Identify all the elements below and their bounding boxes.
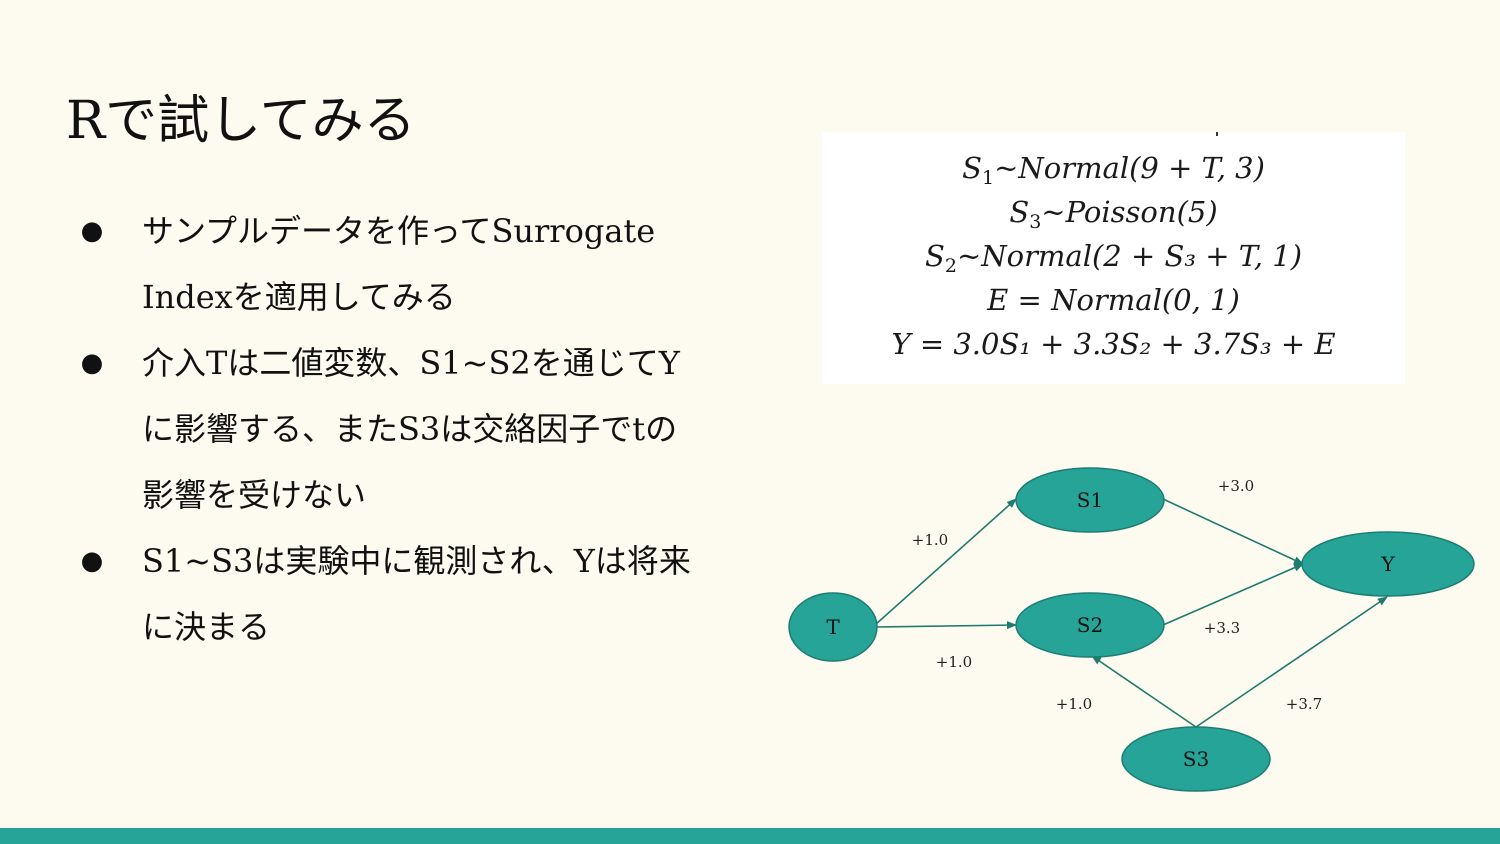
causal-graph: T S1 S2 Y S3 +1.0 +1.0 +3.0 +3.3 +1.0 +3…	[788, 467, 1475, 792]
node-s1-label: S1	[1077, 488, 1103, 512]
graph-nodes: T S1 S2 Y S3	[788, 467, 1475, 792]
node-t-label: T	[826, 615, 840, 639]
edge-label-s2-y: +3.3	[1204, 619, 1240, 637]
bullet-1-line-2: Indexを適用してみる	[142, 278, 456, 316]
node-t: T	[788, 592, 878, 662]
bullet-2-line-2: に影響する、またS3は交絡因子でtの	[142, 410, 678, 448]
graph-edges	[874, 498, 1388, 728]
node-s1: S1	[1015, 467, 1165, 533]
formula-e: E = Normal(0, 1)	[987, 283, 1240, 317]
edge-s1-y	[1162, 498, 1304, 565]
formula-s1: S1~Normal(9 + T, 3)	[962, 151, 1265, 189]
edge-label-t-s1: +1.0	[912, 531, 948, 549]
bullet-3-line-2: に決まる	[142, 608, 271, 646]
formula-s2: S2~Normal(2 + S₃ + T, 1)	[924, 239, 1303, 277]
edge-labels: +1.0 +1.0 +3.0 +3.3 +1.0 +3.7	[912, 477, 1322, 713]
footer-accent-bar	[0, 828, 1500, 844]
edge-label-t-s2: +1.0	[936, 653, 972, 671]
bullet-dot-icon: ●	[80, 216, 104, 246]
node-s3: S3	[1121, 726, 1271, 792]
slide-title: Rで試してみる	[66, 91, 416, 151]
bullet-2-line-1: 介入Tは二値変数、S1~S2を通じてY	[142, 344, 680, 382]
edge-s3-s2	[1091, 655, 1197, 728]
node-y: Y	[1301, 531, 1475, 597]
node-s2: S2	[1015, 592, 1165, 658]
node-y-label: Y	[1380, 552, 1395, 576]
edge-label-s1-y: +3.0	[1218, 477, 1254, 495]
bullet-dot-icon: ●	[80, 546, 104, 576]
edge-s3-y	[1195, 596, 1388, 728]
bullet-dot-icon: ●	[80, 348, 104, 378]
formula-image: S1~Normal(9 + T, 3) S3~Poisson(5) S2~Nor…	[822, 132, 1405, 384]
bullet-item-3: ● S1~S3は実験中に観測され、Yは将来 に決まる	[80, 528, 760, 660]
edge-label-s3-y: +3.7	[1286, 695, 1322, 713]
node-s2-label: S2	[1077, 613, 1103, 637]
bullet-item-2: ● 介入Tは二値変数、S1~S2を通じてY に影響する、またS3は交絡因子でtの…	[80, 330, 760, 528]
bullet-list: ● サンプルデータを作ってSurrogate Indexを適用してみる ● 介入…	[80, 198, 760, 660]
bullet-1-line-1: サンプルデータを作ってSurrogate	[142, 212, 656, 250]
formula-s3: S3~Poisson(5)	[1009, 195, 1218, 233]
edge-s2-y	[1162, 563, 1304, 626]
bullet-2-line-3: 影響を受けない	[142, 476, 367, 514]
formula-cropped-mark	[1216, 132, 1218, 136]
edge-label-s3-s2: +1.0	[1056, 695, 1092, 713]
edge-t-s2	[876, 621, 1017, 630]
edge-t-s1	[874, 498, 1017, 626]
formula-y: Y = 3.0S₁ + 3.3S₂ + 3.7S₃ + E	[891, 327, 1336, 361]
node-s3-label: S3	[1183, 747, 1209, 771]
bullet-item-1: ● サンプルデータを作ってSurrogate Indexを適用してみる	[80, 198, 760, 330]
bullet-3-line-1: S1~S3は実験中に観測され、Yは将来	[142, 542, 691, 580]
